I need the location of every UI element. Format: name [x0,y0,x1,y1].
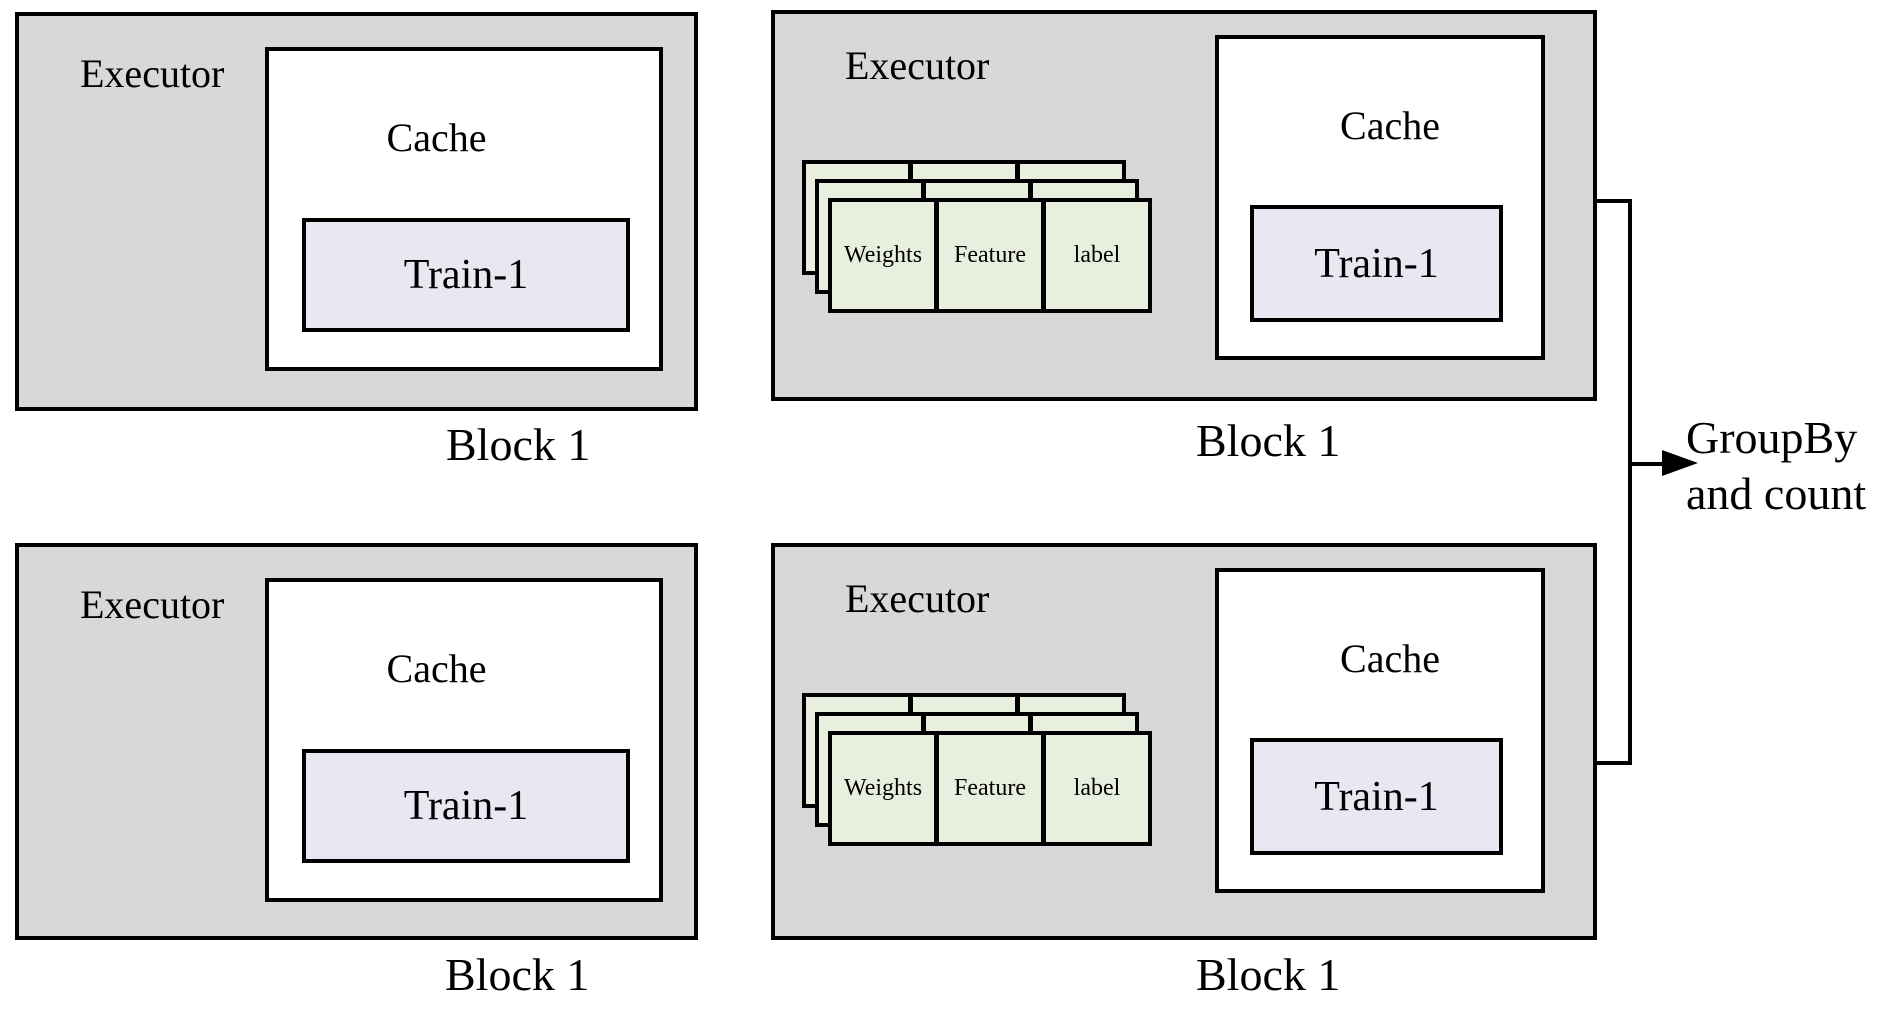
card-cell-weights: Weights [832,735,939,842]
card-front: Weights Feature label [828,198,1152,313]
train-box: Train-1 [302,218,630,332]
cache-box: Cache Train-1 [265,578,663,902]
executor-box-top-left: Executor Cache Train-1 [15,12,698,411]
block-label: Block 1 [446,419,591,470]
card-stack: Weights Feature label [802,693,1152,846]
groupby-label-line2: and count [1686,468,1867,519]
cache-box: Cache Train-1 [265,47,663,371]
train-box: Train-1 [302,749,630,863]
train-label: Train-1 [1314,240,1439,287]
groupby-label: GroupBy and count [1686,410,1866,522]
card-cell-label: label [1073,775,1121,801]
train-label: Train-1 [1314,773,1439,820]
train-box: Train-1 [1250,205,1503,322]
cache-label: Cache [386,646,487,691]
connector-vertical-line [1628,199,1632,765]
block-label: Block 1 [1196,415,1341,466]
executor-box-bottom-left: Executor Cache Train-1 [15,543,698,940]
connector-stub-top [1594,199,1632,203]
train-box: Train-1 [1250,738,1503,855]
connector-stub-bottom [1594,761,1632,765]
card-cell-weights: Weights [832,202,939,309]
card-stack: Weights Feature label [802,160,1152,313]
block-label: Block 1 [1196,949,1341,1000]
cache-label: Cache [1340,636,1440,681]
card-cell-label: label [1073,242,1121,268]
arrow-right-icon [1662,450,1698,476]
block-label: Block 1 [445,949,590,1000]
executor-box-bottom-right: Executor Weights Feature label Cache Tra… [771,543,1597,940]
train-label: Train-1 [403,783,529,829]
card-front: Weights Feature label [828,731,1152,846]
cache-box: Cache Train-1 [1215,35,1545,360]
connector-arrow-shaft [1630,462,1664,466]
cache-label: Cache [386,115,487,160]
train-label: Train-1 [403,252,529,298]
executor-label: Executor [845,43,990,88]
card-cell-feature: Feature [939,735,1046,842]
cache-box: Cache Train-1 [1215,568,1545,893]
executor-label: Executor [80,582,225,627]
executor-box-top-right: Executor Weights Feature label Cache Tra… [771,10,1597,401]
card-cell-feature: Feature [939,202,1046,309]
executor-label: Executor [845,576,990,621]
cache-label: Cache [1340,103,1440,148]
groupby-label-line1: GroupBy [1686,412,1858,463]
executor-label: Executor [80,51,225,96]
